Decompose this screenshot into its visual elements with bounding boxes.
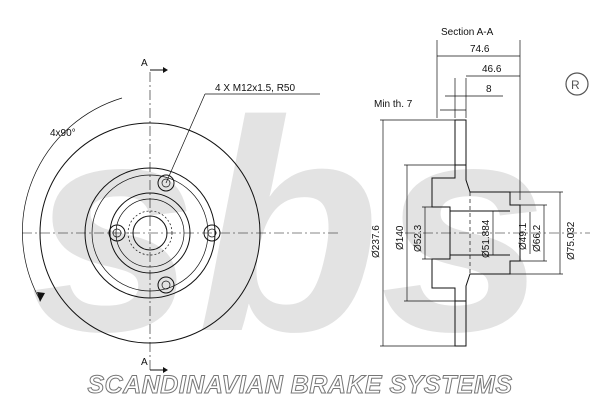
friction-ring-lower bbox=[454, 300, 467, 347]
dim-66-2: Ø66.2 bbox=[532, 224, 543, 252]
brand-name: SCANDINAVIAN BRAKE SYSTEMS bbox=[87, 371, 512, 399]
dim-75-032: Ø75.032 bbox=[566, 221, 577, 260]
section-view: Section A-A Min th. 7 74.6 46.6 8 bbox=[371, 27, 590, 347]
bolt-hole-top bbox=[157, 174, 175, 192]
dim-8: 8 bbox=[486, 84, 492, 95]
registered-mark: R bbox=[571, 78, 580, 92]
dim-51-884: Ø51.884 bbox=[481, 219, 492, 258]
center-bore bbox=[132, 215, 168, 251]
rotation-arc bbox=[22, 97, 123, 301]
bolt-hole-bottom bbox=[157, 276, 175, 294]
rotation-label: 4x90° bbox=[50, 128, 76, 139]
hat-profile-inner bbox=[431, 165, 456, 301]
bolt-pattern-label: 4 X M12x1.5, R50 bbox=[215, 83, 295, 94]
dim-46-6: 46.6 bbox=[482, 64, 502, 75]
rotation-arrowhead bbox=[37, 292, 45, 302]
min-thickness-label: Min th. 7 bbox=[374, 99, 413, 110]
dim-74-6: 74.6 bbox=[470, 44, 490, 55]
bolt-leader-line bbox=[165, 93, 206, 184]
bearing-outer-circle bbox=[109, 192, 191, 274]
dim-52-3: Ø52.3 bbox=[413, 224, 424, 252]
section-mark-top: A bbox=[141, 58, 148, 69]
disc-outer-edge bbox=[39, 122, 261, 344]
dim-49-1: Ø49.1 bbox=[518, 222, 529, 250]
spline-teeth bbox=[127, 210, 173, 256]
registered-mark-circle bbox=[565, 72, 589, 96]
section-mark-bottom: A bbox=[141, 357, 148, 368]
friction-ring-upper bbox=[454, 119, 467, 166]
section-title: Section A-A bbox=[441, 27, 494, 38]
hat-outer-circle bbox=[84, 167, 216, 299]
bolt-hole-right bbox=[203, 224, 221, 242]
bearing-ring bbox=[115, 198, 185, 268]
dim-140: Ø140 bbox=[395, 225, 406, 250]
hat-profile-outer bbox=[465, 165, 521, 301]
front-view: 4x90° A A 4 X M12x1.5, R50 bbox=[22, 58, 340, 373]
bolt-hole-left bbox=[108, 224, 126, 242]
dim-237-6: Ø237.6 bbox=[371, 225, 382, 258]
sbs-watermark: sbs bbox=[30, 58, 547, 394]
